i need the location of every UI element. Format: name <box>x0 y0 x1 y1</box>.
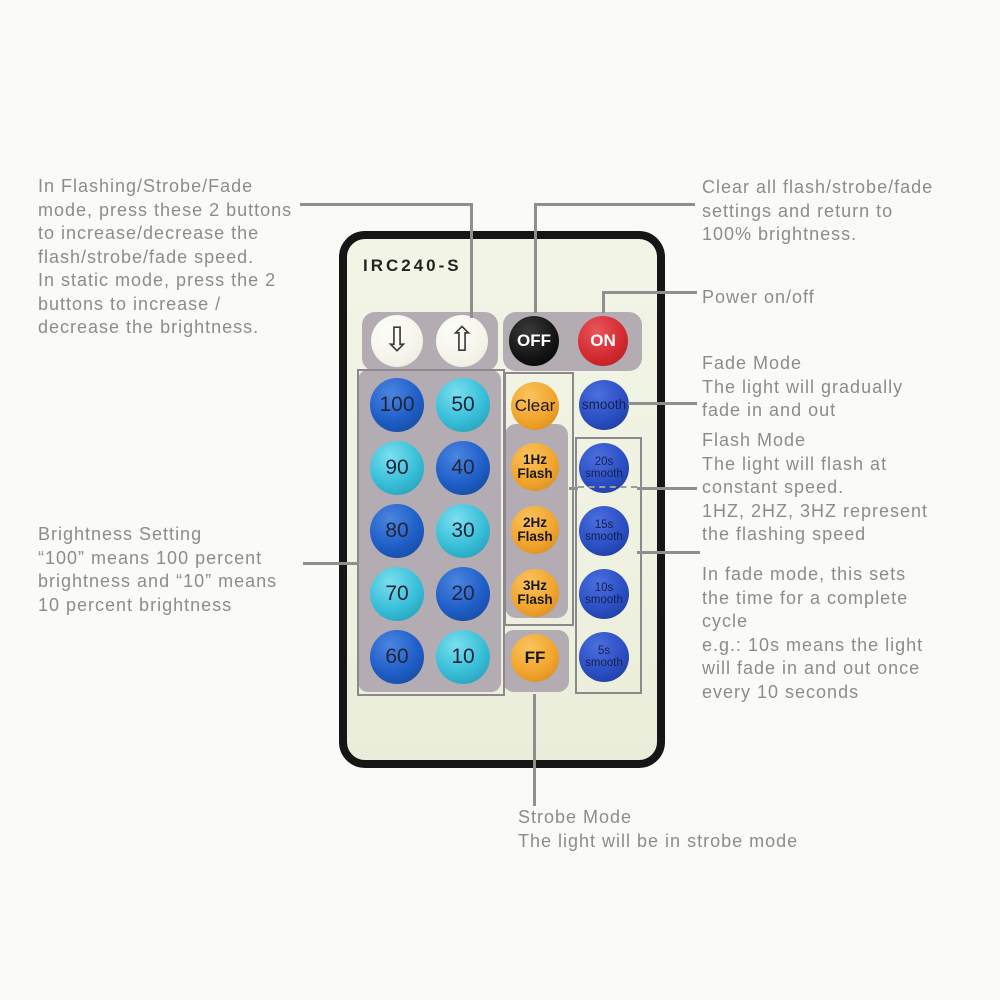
flash-2hz-label-bottom: Flash <box>517 529 553 544</box>
flash-3hz-label-bottom: Flash <box>517 592 553 607</box>
note-fade-mode: Fade Mode The light will gradually fade … <box>702 353 904 420</box>
smooth-20s-button[interactable]: 20s smooth <box>579 443 629 493</box>
smooth-10s-label-bottom: smooth <box>585 594 623 606</box>
callout-line-power-horizontal <box>603 291 697 294</box>
smooth-15s-label-top: 15s <box>594 518 614 531</box>
note-speed-buttons: In Flashing/Strobe/Fade mode, press thes… <box>38 176 293 337</box>
callout-line-flash-left <box>569 487 578 490</box>
brightness-buttons-panel: 100 50 90 40 80 30 70 20 60 10 <box>358 370 501 692</box>
callout-line-strobe-vertical <box>533 694 536 806</box>
brightness-20-button[interactable]: 20 <box>436 567 490 621</box>
callout-line-fade <box>628 402 697 405</box>
note-brightness: Brightness Setting “100” means 100 perce… <box>38 524 278 615</box>
smooth-15s-button[interactable]: 15s smooth <box>579 506 629 556</box>
brightness-40-button[interactable]: 40 <box>436 441 490 495</box>
callout-line-clear-horizontal <box>535 203 695 206</box>
brightness-10-button[interactable]: 10 <box>436 630 490 684</box>
brightness-80-button[interactable]: 80 <box>370 504 424 558</box>
ff-strobe-button[interactable]: FF <box>511 634 559 682</box>
flash-1hz-label-top: 1Hz <box>522 451 547 467</box>
callout-line-flash-right <box>637 487 697 490</box>
note-flash-mode: Flash Mode The light will flash at const… <box>702 430 929 544</box>
down-arrow-icon: ⇩ <box>382 320 412 361</box>
brightness-90-button[interactable]: 90 <box>370 441 424 495</box>
note-clear-button: Clear all flash/strobe/fade settings and… <box>702 177 934 244</box>
smooth-15s-label-bottom: smooth <box>585 531 623 543</box>
flash-1hz-label-bottom: Flash <box>517 466 553 481</box>
note-strobe-mode: Strobe Mode The light will be in strobe … <box>518 807 799 851</box>
flash-2hz-label-top: 2Hz <box>522 514 547 530</box>
flash-1hz-button[interactable]: 1Hz Flash <box>511 443 559 491</box>
brightness-70-button[interactable]: 70 <box>370 567 424 621</box>
callout-line-clear-vertical <box>534 203 537 313</box>
smooth-5s-button[interactable]: 5s smooth <box>579 632 629 682</box>
callout-line-brightness <box>303 562 359 565</box>
smooth-5s-label-top: 5s <box>597 644 611 657</box>
model-label: IRC240-S <box>363 256 462 275</box>
power-on-button[interactable]: ON <box>578 316 628 366</box>
callout-line-speed-vertical <box>470 203 473 318</box>
callout-line-power-vertical <box>602 291 605 313</box>
speed-down-button[interactable]: ⇩ <box>371 315 423 367</box>
callout-line-cycle <box>637 551 700 554</box>
smooth-20s-label-bottom: smooth <box>585 468 623 480</box>
smooth-button[interactable]: smooth <box>579 380 629 430</box>
brightness-50-button[interactable]: 50 <box>436 378 490 432</box>
note-fade-cycle-time: In fade mode, this sets the time for a c… <box>702 564 924 702</box>
smooth-10s-button[interactable]: 10s smooth <box>579 569 629 619</box>
flash-3hz-button[interactable]: 3Hz Flash <box>511 569 559 617</box>
note-power-buttons: Power on/off <box>702 287 815 307</box>
smooth-5s-label-bottom: smooth <box>585 657 623 669</box>
clear-button[interactable]: Clear <box>511 382 559 430</box>
brightness-60-button[interactable]: 60 <box>370 630 424 684</box>
power-off-button[interactable]: OFF <box>509 316 559 366</box>
callout-line-flash-dashed <box>578 486 637 488</box>
flash-2hz-button[interactable]: 2Hz Flash <box>511 506 559 554</box>
power-buttons-panel: OFF ON <box>503 312 642 371</box>
remote-control: IRC240-S ⇩ ⇧ OFF ON 100 50 90 40 80 30 7… <box>339 231 665 768</box>
flash-3hz-label-top: 3Hz <box>522 577 547 593</box>
speed-buttons-panel: ⇩ ⇧ <box>362 312 498 371</box>
callout-line-speed-horizontal <box>300 203 472 206</box>
speed-up-button[interactable]: ⇧ <box>436 315 488 367</box>
smooth-10s-label-top: 10s <box>594 581 614 594</box>
brightness-100-button[interactable]: 100 <box>370 378 424 432</box>
up-arrow-icon: ⇧ <box>447 320 477 361</box>
smooth-20s-label-top: 20s <box>594 455 614 468</box>
brightness-30-button[interactable]: 30 <box>436 504 490 558</box>
